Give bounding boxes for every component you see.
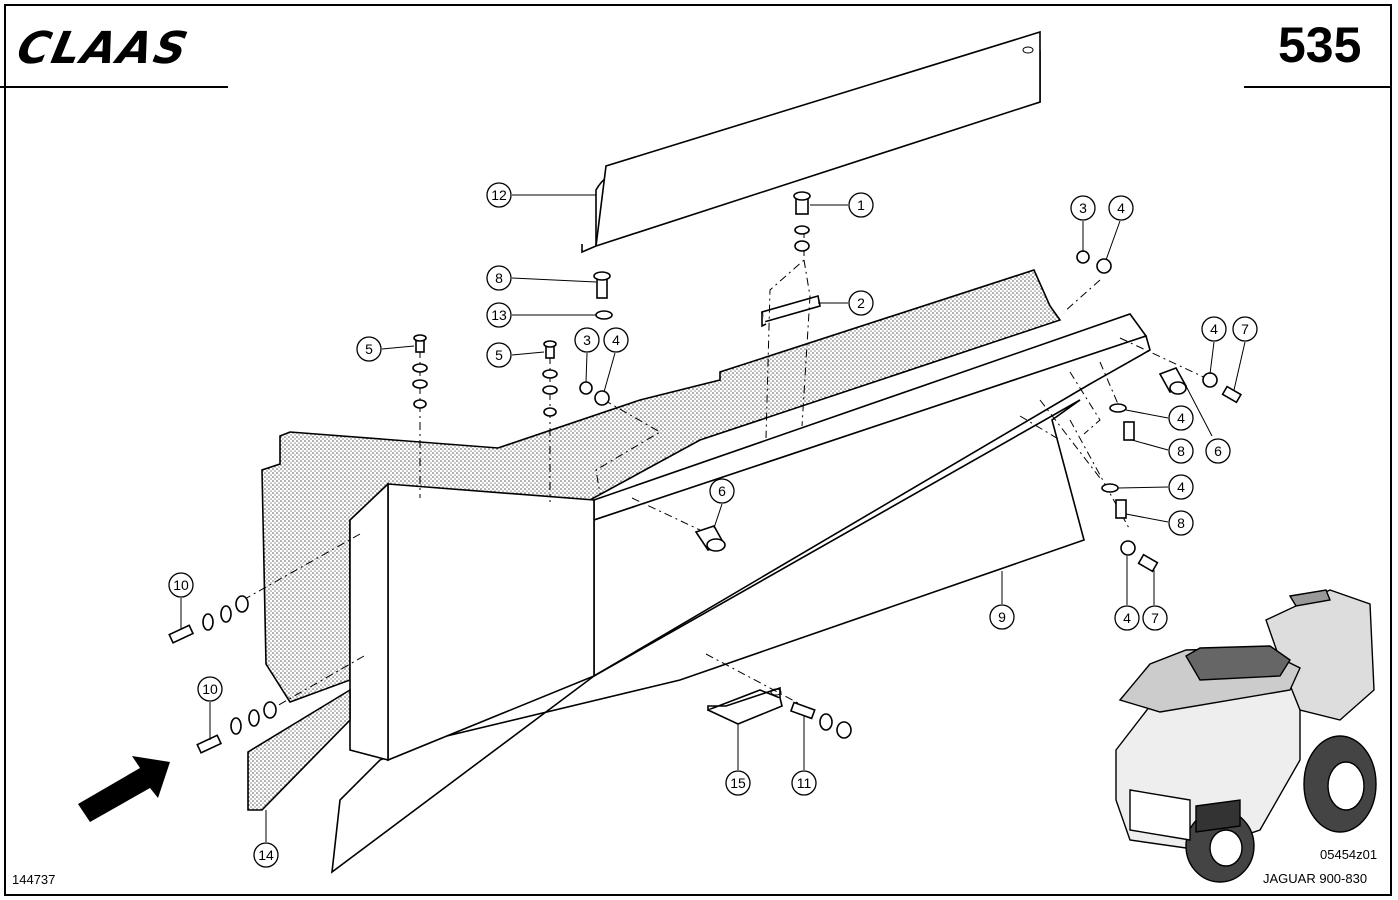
drawing-number: 144737 [12,872,56,887]
svg-text:8: 8 [1177,515,1185,531]
svg-text:6: 6 [718,483,726,499]
svg-text:1: 1 [857,197,865,213]
leader-lines [180,194,1246,842]
lower-plate-14 [247,688,351,811]
callout-4-top-right: 4 [1108,195,1134,221]
svg-text:3: 3 [1079,200,1087,216]
svg-text:15: 15 [730,775,746,791]
svg-text:4: 4 [612,332,620,348]
callout-10-upper: 10 [168,572,194,598]
callout-5-mid: 5 [486,342,512,368]
svg-text:12: 12 [491,187,507,203]
screw-8-mid [1123,421,1135,441]
callout-8-top: 8 [486,265,512,291]
svg-text:9: 9 [998,609,1006,625]
side-panel-dotted [261,269,1062,703]
svg-text:5: 5 [365,341,373,357]
callout-9: 9 [989,604,1015,630]
screw-5-mid [543,340,557,359]
svg-text:13: 13 [491,307,507,323]
bolt-10-upper [168,624,195,644]
callout-7-right-a: 7 [1232,316,1258,342]
callout-13: 13 [486,302,512,328]
nut [794,240,810,252]
nut-3-right [1076,250,1090,264]
washer-13 [595,310,613,320]
svg-text:4: 4 [1117,200,1125,216]
callout-11: 11 [791,770,817,796]
screw-8-low [1115,499,1127,519]
screw-11 [789,701,816,720]
callout-3-top-right: 3 [1070,195,1096,221]
callout-10-lower: 10 [197,676,223,702]
plug-6-center [694,525,726,552]
callout-1: 1 [848,192,874,218]
svg-text:4: 4 [1123,610,1131,626]
bolt-10-lower [196,734,223,754]
svg-text:2: 2 [857,295,865,311]
washer-4-left [594,390,610,406]
callout-5-left: 5 [356,336,382,362]
callout-4-right-c: 4 [1168,474,1194,500]
callout-4-right-b: 4 [1168,405,1194,431]
callout-4-bottom-right: 4 [1114,605,1140,631]
svg-text:4: 4 [1177,410,1185,426]
bracket-15 [707,686,783,725]
screw-5-left [413,334,427,353]
svg-text:4: 4 [1210,321,1218,337]
reference-code: 05454z01 [1320,847,1378,862]
model-name: JAGUAR 900-830 [1263,871,1368,886]
callout-14: 14 [253,842,279,868]
svg-text:7: 7 [1241,321,1249,337]
callout-15: 15 [725,770,751,796]
callout-6-center: 6 [709,478,735,504]
page-number: 535 [1278,17,1362,73]
callout-8-right-c: 8 [1168,510,1194,536]
washer [794,225,810,235]
svg-text:10: 10 [202,681,218,697]
svg-text:14: 14 [258,847,274,863]
svg-text:5: 5 [495,347,503,363]
direction-arrow-icon [78,756,170,822]
callout-6-right: 6 [1205,438,1231,464]
callout-7-bottom-right: 7 [1142,605,1168,631]
callout-3-mid: 3 [574,327,600,353]
nut-3-left [579,381,593,395]
hardware [168,191,1243,754]
screw-8-top [593,271,611,299]
svg-text:8: 8 [495,270,503,286]
svg-text:10: 10 [173,577,189,593]
washer-4-right [1096,258,1112,274]
screw-7-top [1221,385,1243,404]
channel-9 [331,313,1151,874]
callout-4-mid: 4 [603,327,629,353]
svg-text:11: 11 [797,775,812,791]
header-rule-right [1244,86,1392,88]
harvester-thumbnail [1115,589,1377,883]
svg-text:8: 8 [1177,443,1185,459]
cover-plate-12 [581,30,1041,254]
svg-text:7: 7 [1151,610,1159,626]
clip-2 [761,294,821,328]
screw-1 [793,191,811,215]
assembly-lines [235,230,1211,711]
svg-text:4: 4 [1177,479,1185,495]
screw-7-low [1137,553,1159,573]
plug-6-right [1158,367,1188,395]
callout-2: 2 [848,290,874,316]
svg-text:3: 3 [583,332,591,348]
svg-text:6: 6 [1214,443,1222,459]
callout-4-right-a: 4 [1201,316,1227,342]
header-rule-left [0,86,228,88]
callout-8-right-b: 8 [1168,438,1194,464]
callout-12: 12 [486,182,512,208]
drawing-frame [4,4,1392,896]
